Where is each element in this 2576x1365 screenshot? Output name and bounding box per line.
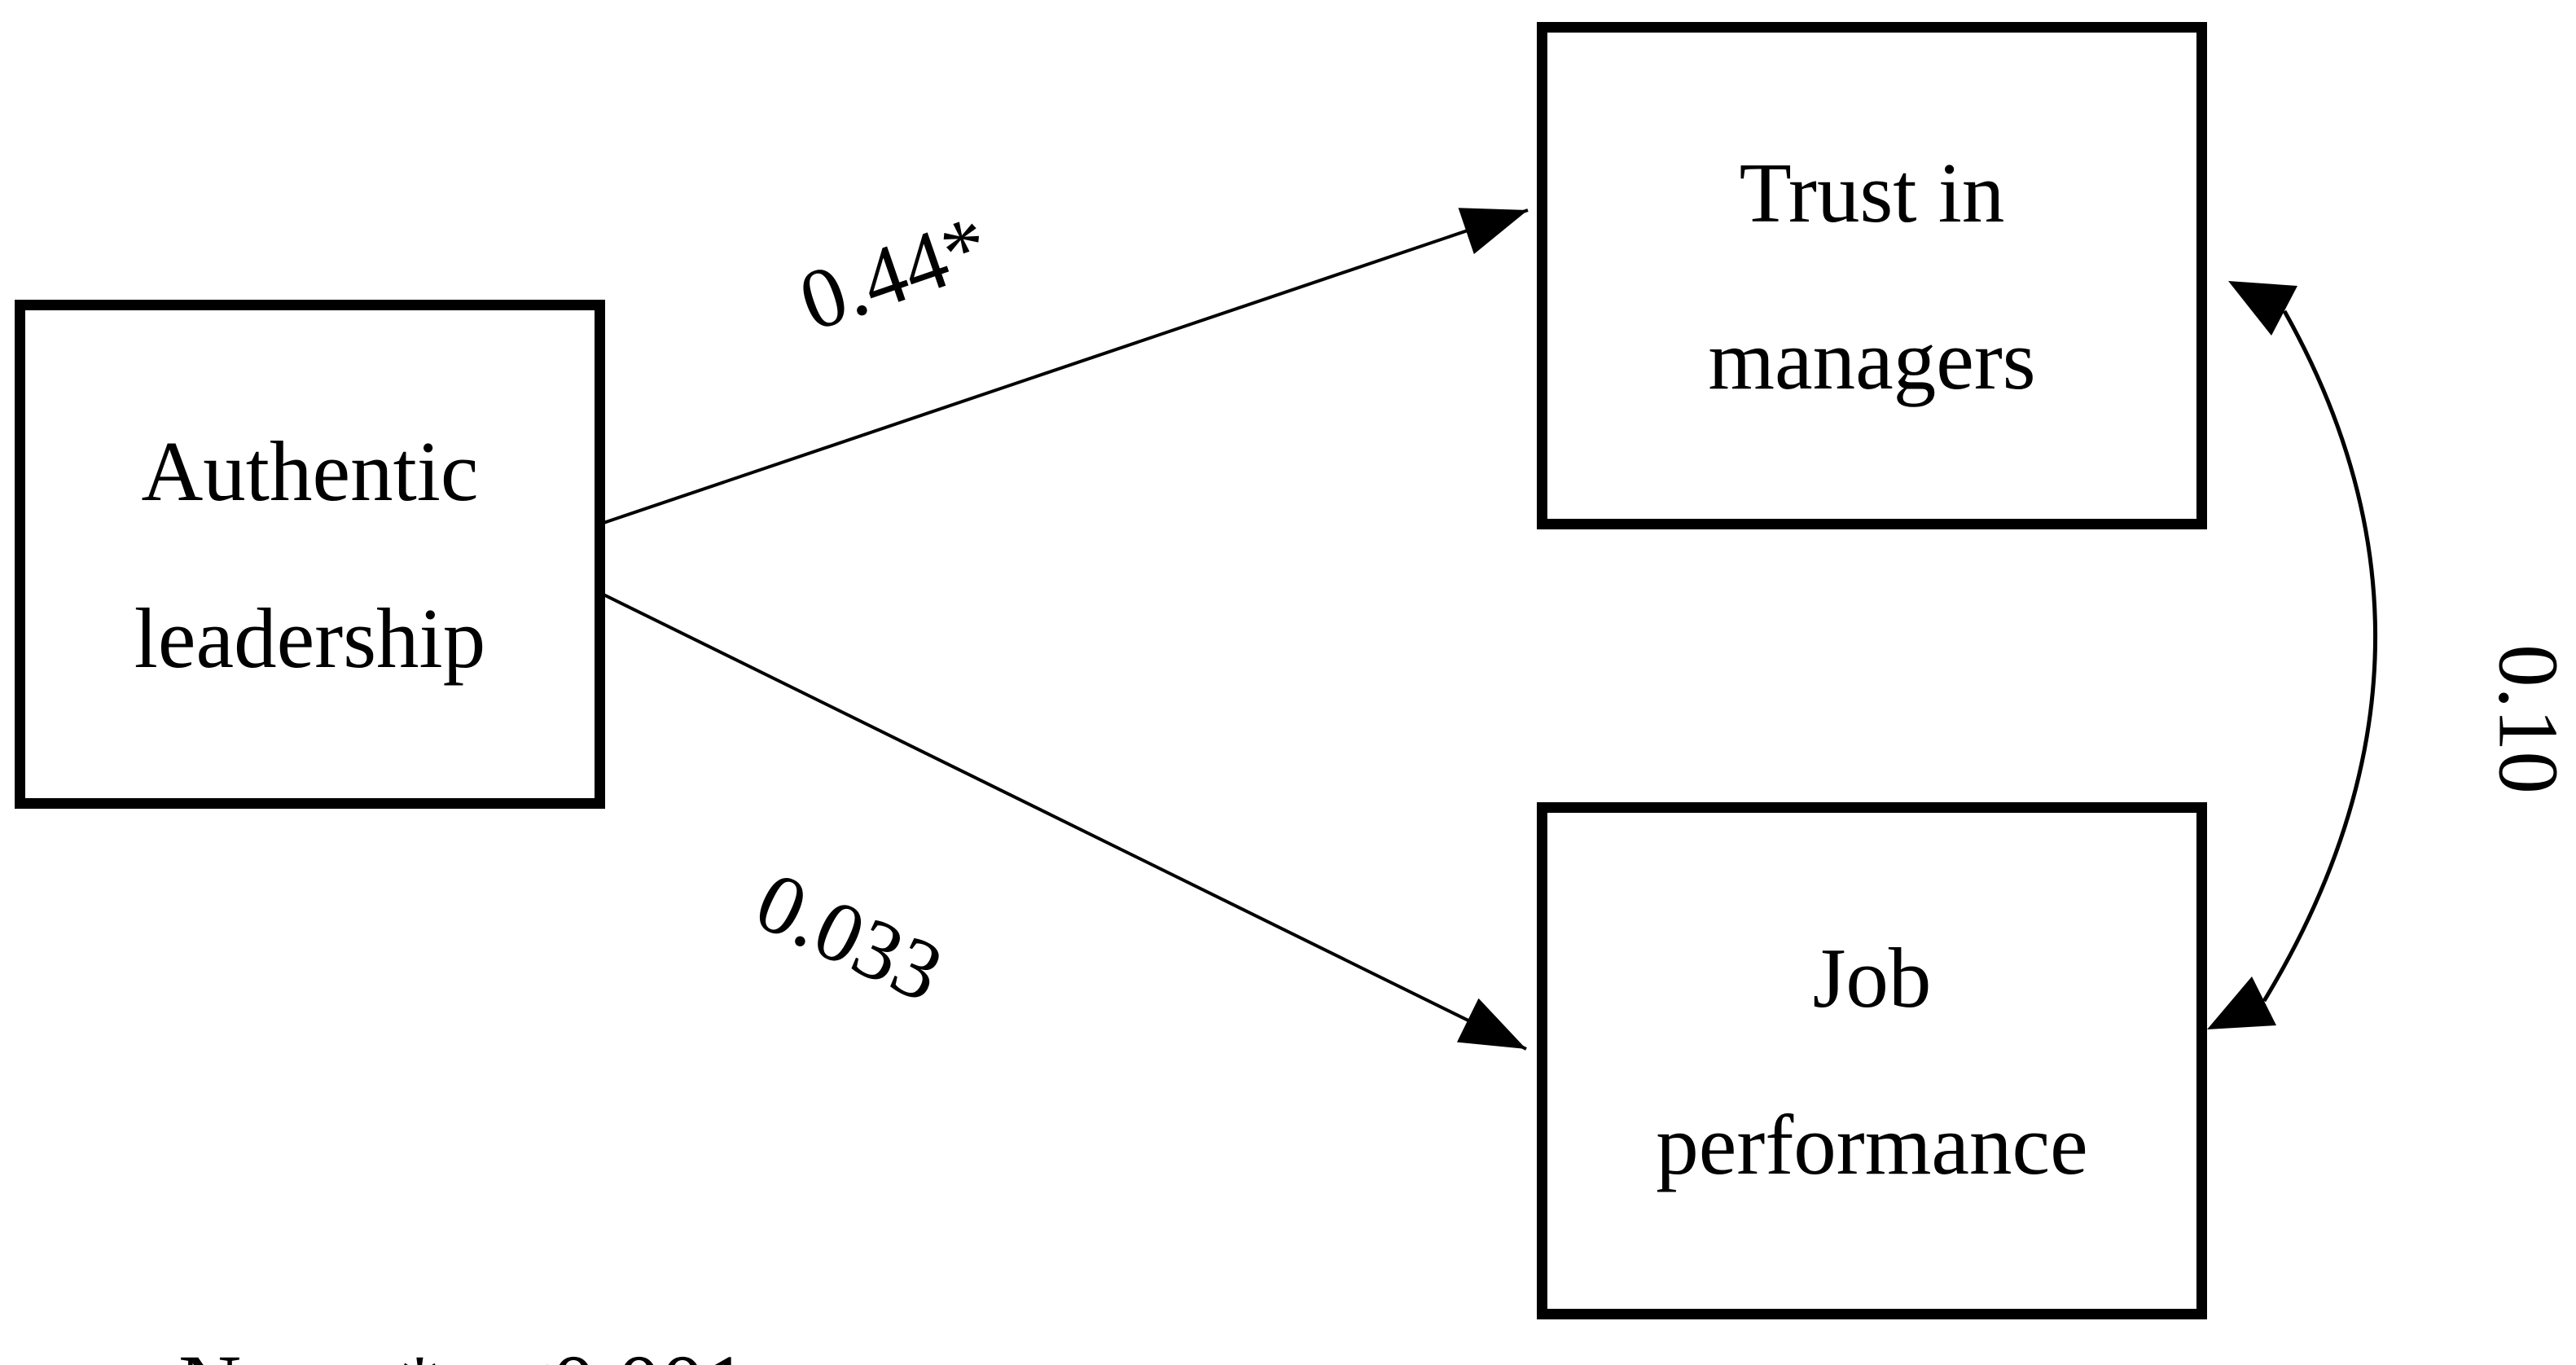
arrow-authentic-to-job	[603, 593, 1527, 1051]
trust-in-managers-label-line2: managers	[1708, 311, 2036, 407]
note-threshold-value: <0.001	[481, 1338, 748, 1365]
covariance-arrowhead-top	[2228, 281, 2297, 336]
job-performance-node: Job performance	[1537, 802, 2207, 1319]
significance-note: Note: *p <0.001	[91, 1236, 748, 1365]
job-performance-label-line2: performance	[1656, 1096, 2088, 1192]
arrow-authentic-to-trust	[603, 208, 1529, 524]
authentic-leadership-node: Authentic leadership	[15, 300, 605, 809]
authentic-leadership-label-line2: leadership	[134, 590, 486, 686]
job-performance-label-line1: Job	[1812, 929, 1932, 1025]
trust-in-managers-label-line1: Trust in	[1739, 144, 2005, 240]
note-prefix: Note:	[178, 1338, 393, 1365]
coefficient-trust-job-covariance: 0.10	[2481, 644, 2576, 794]
trust-in-managers-node: Trust in managers	[1537, 22, 2207, 529]
note-p-term: *p	[393, 1338, 481, 1365]
arrow-trust-job-covariance	[2262, 309, 2378, 1003]
authentic-leadership-label-line1: Authentic	[141, 423, 479, 519]
covariance-arrowhead-bottom	[2207, 977, 2276, 1029]
